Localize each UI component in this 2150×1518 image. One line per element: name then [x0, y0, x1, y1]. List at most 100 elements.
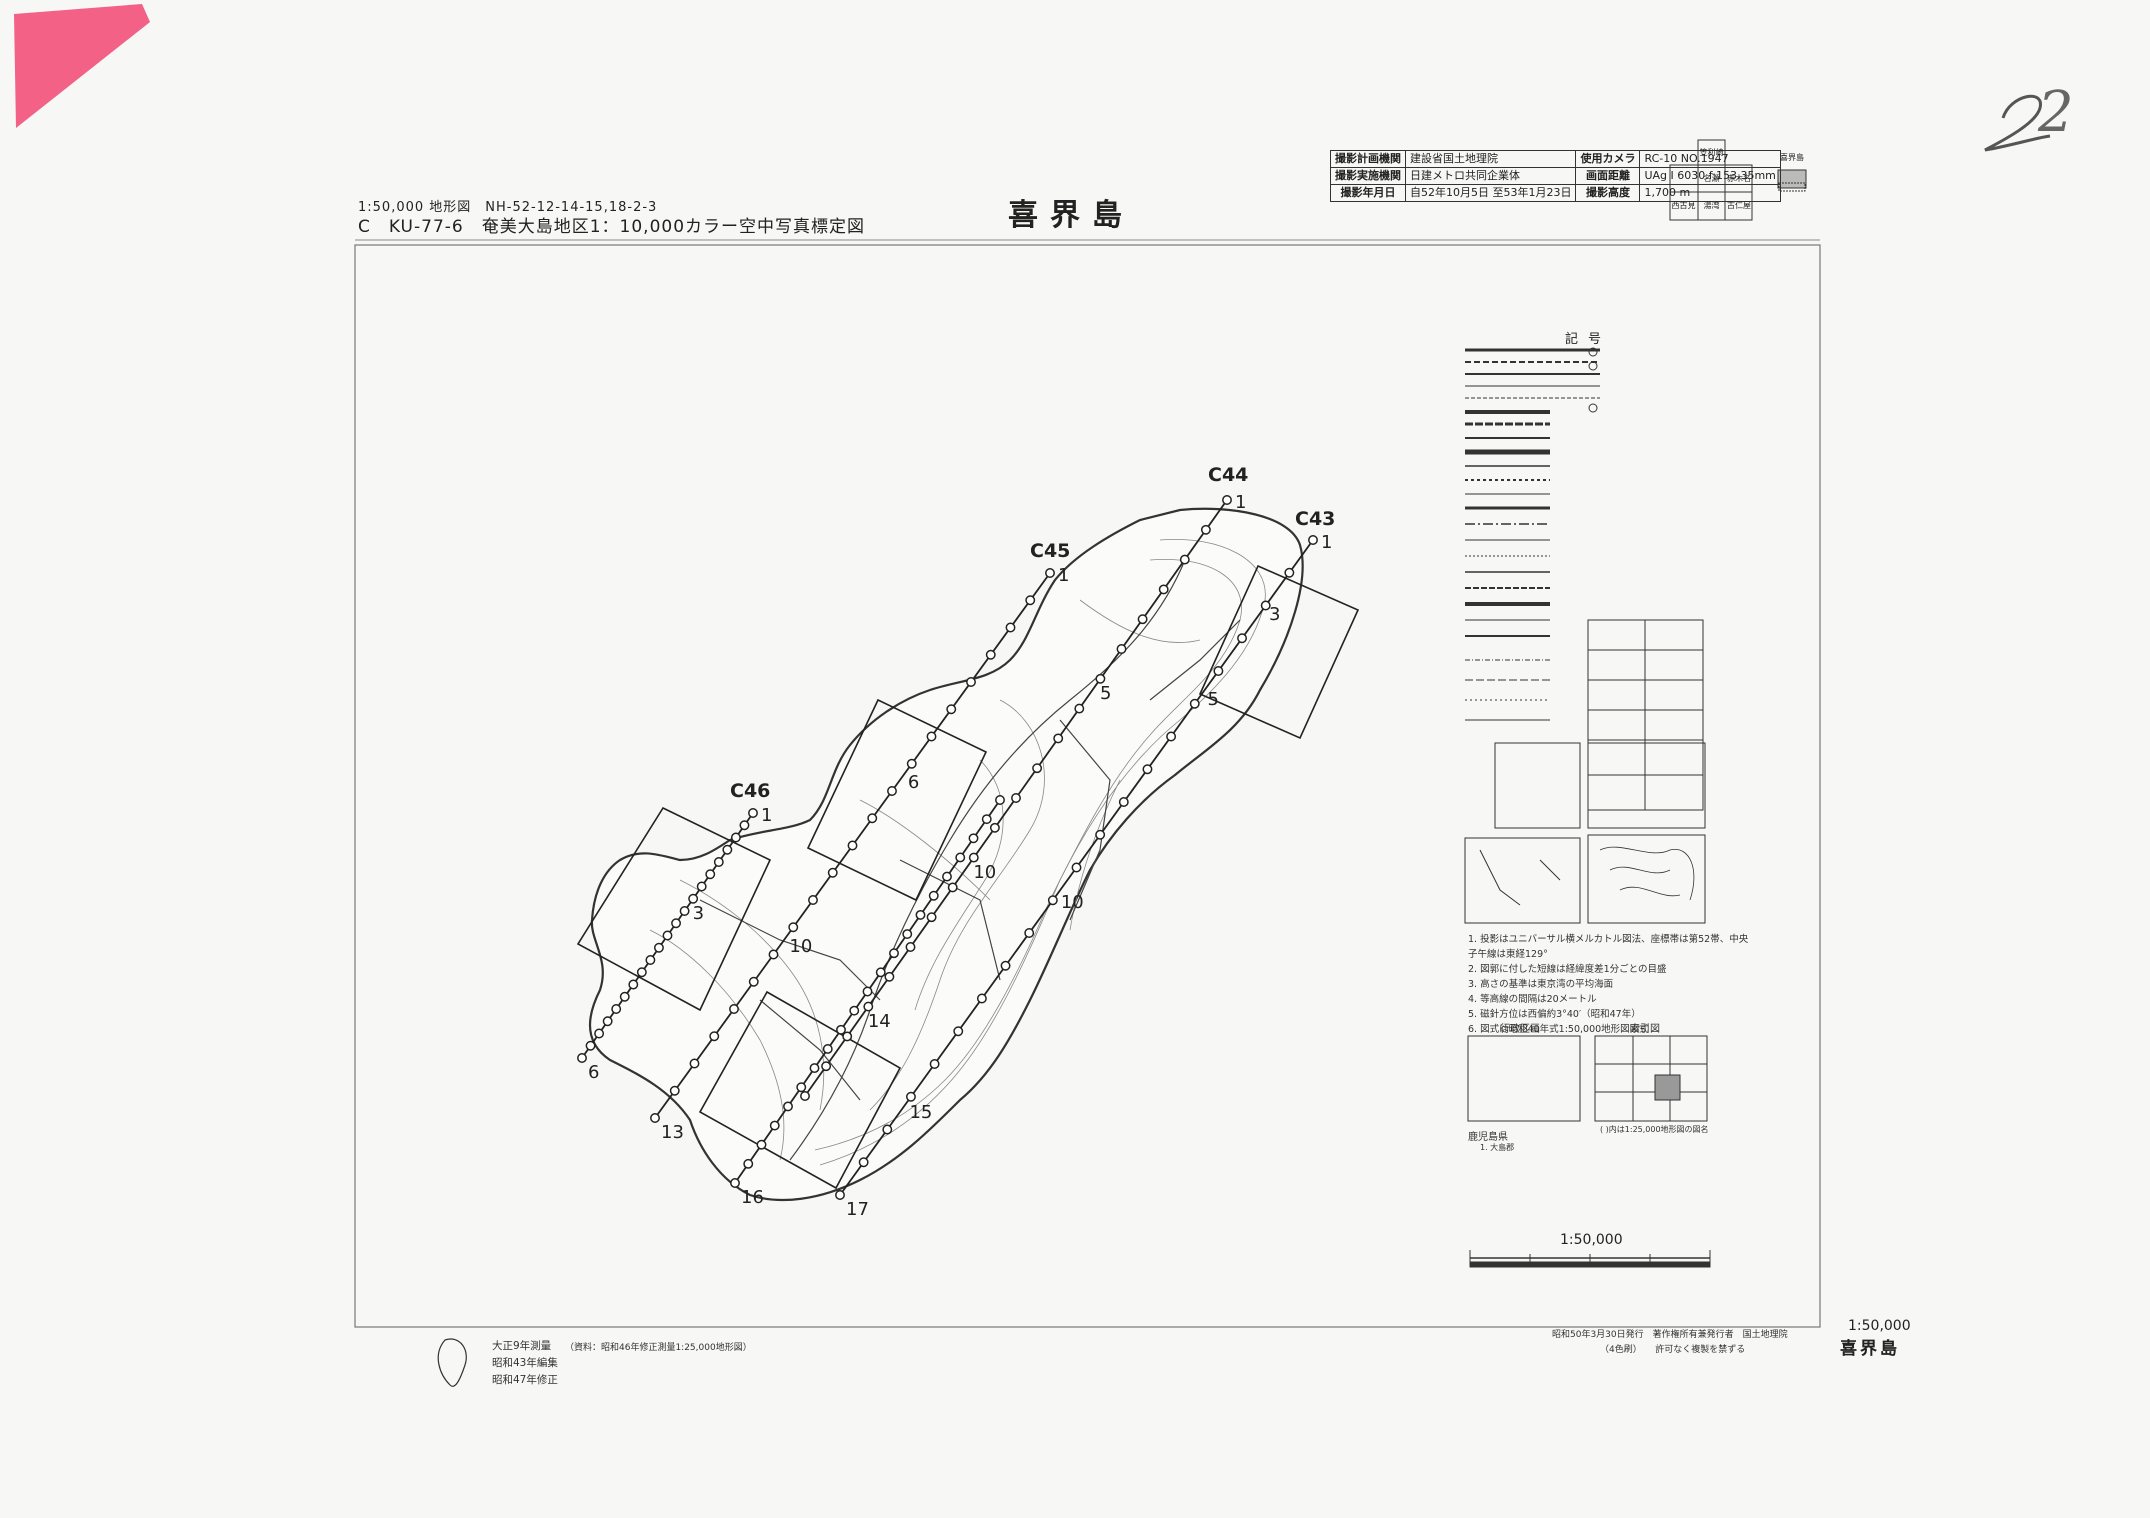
photo-center-point	[862, 986, 873, 997]
photo-center-point	[654, 942, 664, 953]
survey-history-2: 昭和43年編集	[492, 1357, 558, 1369]
info-cell-label: 撮影年月日	[1330, 184, 1406, 202]
photo-center-point	[768, 949, 779, 960]
photo-number: 15	[909, 1101, 933, 1123]
code-title: C KU-77-6 奄美大島地区1：10,000カラー空中写真標定図	[358, 217, 866, 237]
photo-center-point	[981, 814, 992, 825]
photo-center-point	[788, 922, 799, 933]
photo-center-point	[689, 1058, 700, 1069]
survey-history: 大正9年測量 昭和43年編集 昭和47年修正	[492, 1338, 558, 1389]
photo-center-point	[1118, 797, 1129, 807]
photo-center-point	[679, 906, 690, 916]
pencil-annotation-stroke	[1984, 94, 2051, 152]
photo-center-point	[769, 1120, 780, 1131]
photo-center-point	[1260, 600, 1271, 611]
photo-number-end: 17	[846, 1199, 869, 1220]
photo-center-point	[662, 930, 673, 941]
photo-center-point	[602, 1016, 613, 1027]
scale-series-label: 1:50,000 地形図 NH-52-12-14-15,18-2-3	[358, 200, 658, 215]
photo-center-point	[1189, 698, 1200, 709]
photo-center-point	[1308, 535, 1318, 545]
photo-center-point	[1166, 731, 1177, 742]
photo-center-point	[809, 1063, 820, 1074]
photo-center-point	[822, 1044, 833, 1054]
photo-number: 10	[789, 935, 813, 957]
map-frame	[354, 244, 1821, 1328]
photo-center-point	[594, 1028, 605, 1039]
note-line: 3. 高さの基準は東京湾の平均海面	[1468, 979, 1614, 990]
info-cell-label2: 撮影高度	[1575, 184, 1641, 202]
photo-center-point	[713, 857, 724, 867]
photo-center-point	[902, 929, 913, 939]
index-footnote: ( )内は1:25,000地形図の図名	[1600, 1125, 1709, 1134]
photo-number-end: 13	[661, 1122, 684, 1143]
admin-title: 行政区画	[1500, 1024, 1540, 1035]
survey-history-1: 大正9年測量	[492, 1340, 552, 1352]
photo-center-point	[1071, 862, 1082, 873]
photo-center-point	[1032, 763, 1043, 774]
photo-center-point	[842, 1031, 853, 1042]
photo-center-point	[955, 852, 966, 863]
photo-center-point	[906, 1091, 916, 1102]
flight-line-label: C43	[1295, 508, 1336, 530]
photo-center-point	[847, 840, 858, 851]
photo-center-point	[796, 1082, 807, 1093]
info-cell-label: 撮影実施機関	[1330, 167, 1406, 185]
photo-center-point	[926, 731, 937, 742]
note-line: 4. 等高線の間隔は20メートル	[1468, 994, 1597, 1005]
photo-center-point	[611, 1004, 622, 1014]
photo-center-point	[985, 649, 996, 660]
index-title: 索引図	[1630, 1024, 1660, 1035]
info-cell-label2: 画面距離	[1575, 167, 1641, 185]
sheet-name: 喜界島	[1840, 1339, 1900, 1359]
photo-center-point	[953, 1026, 964, 1037]
photo-center-point	[836, 1024, 846, 1035]
photo-center-point	[884, 971, 895, 982]
photo-center-point	[1237, 633, 1248, 644]
photo-center-point	[889, 948, 899, 959]
terrain-contours	[649, 538, 1266, 1166]
photo-center-point	[946, 704, 957, 715]
photo-center-point	[906, 758, 917, 769]
photo-center-point	[577, 1053, 587, 1063]
road-network	[699, 559, 1241, 1161]
photo-center-point	[929, 1059, 940, 1069]
survey-history-3: 昭和47年修正	[492, 1374, 558, 1386]
island-outline	[588, 507, 1304, 1202]
photo-center-point	[705, 869, 716, 880]
photo-center-point	[671, 918, 681, 929]
photo-center-point	[585, 1040, 596, 1051]
photo-center-point	[636, 967, 647, 978]
photo-center-point	[800, 1091, 810, 1101]
flight-lines-layer	[577, 495, 1318, 1200]
photo-center-point	[1095, 673, 1106, 684]
photo-center-point	[926, 912, 937, 923]
photo-center-point	[928, 890, 939, 901]
photo-center-point	[882, 1124, 893, 1135]
photo-center-point	[783, 1101, 793, 1112]
info-cell-label2: 使用カメラ	[1575, 150, 1641, 168]
info-cell-value: 自52年10月5日 至53年1月23日	[1404, 184, 1577, 202]
photo-center-point	[730, 832, 741, 843]
note-line: 1. 投影はユニバーサル横メルカトル図法、座標帯は第52帯、中央	[1468, 934, 1749, 945]
map-title: 喜界島	[1008, 198, 1134, 233]
photo-center-point	[696, 881, 707, 892]
photo-center-point	[849, 1005, 860, 1016]
photo-number: 10	[1060, 892, 1084, 914]
photo-center-point	[1284, 567, 1295, 578]
photo-center-point	[1222, 495, 1232, 505]
photo-center-point	[1116, 644, 1127, 654]
photo-center-point	[748, 808, 758, 818]
photo-center-point	[1045, 568, 1055, 578]
pencil-annotation: 2	[2038, 80, 2074, 145]
photo-center-point	[1053, 733, 1064, 744]
photo-center-point	[1142, 764, 1153, 775]
photo-center-point	[887, 786, 897, 796]
photo-center-point	[1137, 614, 1148, 625]
photo-number-start: 1	[1321, 532, 1333, 553]
